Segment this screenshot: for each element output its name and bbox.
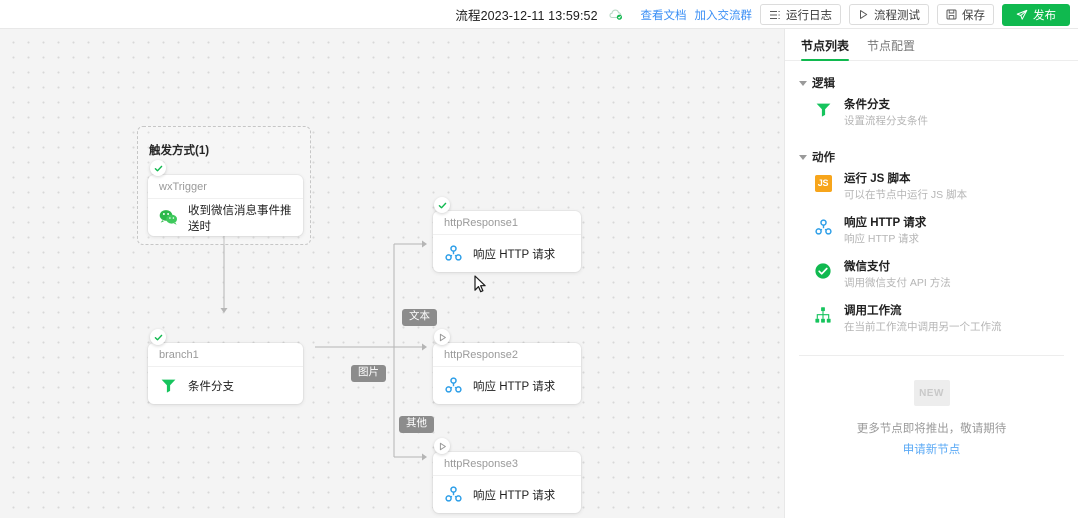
- filter-icon: [159, 376, 178, 395]
- section-logic: 逻辑 条件分支 设置流程分支条件: [785, 75, 1078, 135]
- publish-label: 发布: [1033, 9, 1056, 22]
- node-wx-trigger[interactable]: wxTrigger 收到微信消息事件推送时: [148, 175, 303, 236]
- http1-status-badge: [434, 197, 450, 213]
- trigger-group-title: 触发方式(1): [149, 145, 210, 157]
- title-area: 流程2023-12-11 13:59:52: [0, 0, 1078, 29]
- connection-edges: [220, 216, 427, 461]
- coming-soon-text: 更多节点即将推出，敬请期待: [856, 423, 1007, 435]
- node-title: httpResponse1: [433, 211, 581, 235]
- item-title: 响应 HTTP 请求: [844, 217, 927, 229]
- node-title: httpResponse2: [433, 343, 581, 367]
- section-title: 动作: [812, 152, 835, 164]
- save-label: 保存: [962, 9, 985, 22]
- branch-label-0[interactable]: 文本: [402, 309, 437, 326]
- branch-label-2[interactable]: 其他: [399, 416, 434, 433]
- node-label: 响应 HTTP 请求: [473, 380, 556, 393]
- chevron-down-icon: [799, 154, 807, 160]
- section-title: 逻辑: [812, 78, 835, 90]
- item-title: 运行 JS 脚本: [844, 173, 911, 185]
- http-icon: [444, 485, 463, 504]
- node-label: 收到微信消息事件推送时: [188, 204, 292, 233]
- run-log-label: 运行日志: [786, 9, 832, 22]
- item-title: 微信支付: [844, 261, 890, 273]
- flow-canvas[interactable]: 触发方式(1) wxTrigger 收到微信消息事件推送时: [0, 29, 784, 518]
- node-content: 响应 HTTP 请求: [433, 476, 581, 513]
- item-title: 调用工作流: [844, 305, 902, 317]
- right-panel: 节点列表 节点配置 逻辑 条件分支 设置流程分支条件 动作: [784, 29, 1078, 518]
- tab-node-list[interactable]: 节点列表: [801, 37, 850, 61]
- chevron-down-icon: [799, 80, 807, 86]
- page-title: 流程2023-12-11 13:59:52: [455, 9, 598, 23]
- node-item-condition-branch[interactable]: 条件分支 设置流程分支条件: [785, 91, 1078, 135]
- node-branch1[interactable]: branch1 条件分支: [148, 343, 303, 404]
- node-httpresponse1[interactable]: httpResponse1 响应 HTTP 请求: [433, 211, 581, 272]
- node-label: 响应 HTTP 请求: [473, 489, 556, 502]
- node-httpresponse3[interactable]: httpResponse3 响应 HTTP 请求: [433, 452, 581, 513]
- js-icon: JS: [813, 173, 833, 193]
- node-content: 响应 HTTP 请求: [433, 367, 581, 404]
- panel-tabs: 节点列表 节点配置: [785, 29, 1078, 61]
- flow-test-button[interactable]: 流程测试: [849, 4, 929, 25]
- run-log-button[interactable]: 运行日志: [760, 4, 841, 25]
- node-label: 响应 HTTP 请求: [473, 248, 556, 261]
- node-item-call-workflow[interactable]: 调用工作流 在当前工作流中调用另一个工作流: [785, 297, 1078, 341]
- item-title: 条件分支: [844, 99, 890, 111]
- play-icon: [858, 9, 869, 20]
- tab-node-config[interactable]: 节点配置: [867, 39, 916, 53]
- top-toolbar: 流程2023-12-11 13:59:52 查看文档 加入交流群 运行日志: [0, 0, 1078, 29]
- item-desc: 在当前工作流中调用另一个工作流: [844, 321, 1002, 333]
- item-desc: 响应 HTTP 请求: [844, 233, 920, 245]
- node-item-wechat-pay[interactable]: 微信支付 调用微信支付 API 方法: [785, 253, 1078, 297]
- section-action-header[interactable]: 动作: [785, 149, 1078, 165]
- trigger-status-badge: [150, 160, 166, 176]
- item-desc: 可以在节点中运行 JS 脚本: [844, 189, 968, 201]
- panel-divider: [799, 355, 1064, 356]
- node-content: 响应 HTTP 请求: [433, 235, 581, 272]
- view-docs-link[interactable]: 查看文档: [640, 9, 687, 22]
- send-icon: [1016, 9, 1028, 21]
- section-logic-header[interactable]: 逻辑: [785, 75, 1078, 91]
- node-content: 条件分支: [148, 367, 303, 404]
- node-label: 条件分支: [188, 380, 234, 393]
- branch-status-badge: [150, 329, 166, 345]
- mouse-cursor: [474, 275, 487, 299]
- join-group-link[interactable]: 加入交流群: [694, 9, 753, 22]
- section-action: 动作 JS 运行 JS 脚本 可以在节点中运行 JS 脚本 响应 HT: [785, 149, 1078, 341]
- save-button[interactable]: 保存: [937, 4, 994, 25]
- request-node-link[interactable]: 申请新节点: [902, 444, 961, 456]
- http2-status-badge: [434, 329, 450, 345]
- branch-label-1[interactable]: 图片: [351, 365, 386, 382]
- flow-test-label: 流程测试: [874, 9, 920, 22]
- node-httpresponse2[interactable]: httpResponse2 响应 HTTP 请求: [433, 343, 581, 404]
- node-content: 收到微信消息事件推送时: [148, 199, 303, 236]
- new-badge: NEW: [913, 380, 950, 406]
- toolbar-actions: 查看文档 加入交流群 运行日志 流程测试: [640, 0, 1070, 29]
- node-title: wxTrigger: [148, 175, 303, 199]
- http-icon: [444, 244, 463, 263]
- workflow-icon: [813, 305, 833, 325]
- cloud-sync-icon[interactable]: [608, 8, 623, 21]
- coming-soon-block: NEW 更多节点即将推出，敬请期待 申请新节点: [785, 380, 1078, 457]
- http-icon: [444, 376, 463, 395]
- filter-icon: [813, 99, 833, 119]
- http-icon: [813, 217, 833, 237]
- node-title: branch1: [148, 343, 303, 367]
- node-item-run-js[interactable]: JS 运行 JS 脚本 可以在节点中运行 JS 脚本: [785, 165, 1078, 209]
- wechat-icon: [159, 208, 178, 227]
- node-title: httpResponse3: [433, 452, 581, 476]
- wechat-pay-icon: [813, 261, 833, 281]
- http3-status-badge: [434, 438, 450, 454]
- item-desc: 设置流程分支条件: [844, 115, 928, 127]
- node-item-http-response[interactable]: 响应 HTTP 请求 响应 HTTP 请求: [785, 209, 1078, 253]
- save-icon: [946, 9, 957, 20]
- list-icon: [769, 9, 781, 21]
- item-desc: 调用微信支付 API 方法: [844, 277, 951, 289]
- publish-button[interactable]: 发布: [1002, 3, 1070, 26]
